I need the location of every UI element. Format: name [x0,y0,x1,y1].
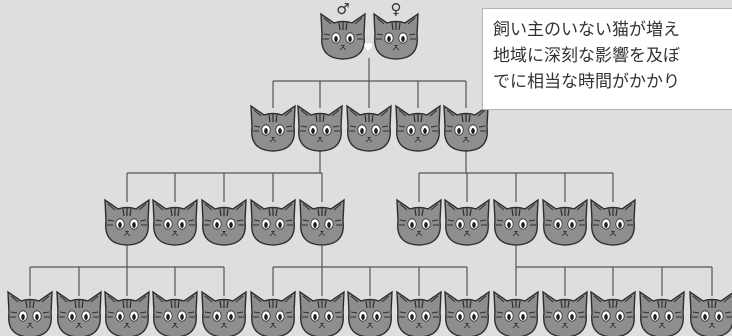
gen2-cat-icon [299,199,345,246]
caption-line: 飼い主のいない猫が増え [493,20,680,40]
gen1-cat-icon [250,105,296,152]
gen2-cat-icon [201,199,247,246]
gen3-cat-icon [493,291,539,336]
gen3-cat-icon [542,291,588,336]
caption-line: 地域に深刻な影響を及ぼ [493,46,680,66]
gen2-cat-icon [444,199,490,246]
gen3-cat-icon [152,291,198,336]
heart-icon: ♥ [363,41,373,54]
gen1-cat-icon [346,105,392,152]
gen2-cat-icon [590,199,636,246]
gen2-cat-icon [542,199,588,246]
gen2-cat-icon [250,199,296,246]
gen3-cat-icon [104,291,150,336]
gen3-cat-icon [299,291,345,336]
gen2-cat-icon [396,199,442,246]
caption-box: 飼い主のいない猫が増え 地域に深刻な影響を及ぼ でに相当な時間がかかり [482,8,732,110]
gen1-cat-icon [395,105,441,152]
male-symbol: ♂ [336,0,349,18]
gen1-cat-icon [297,105,343,152]
gen3-cat-icon [639,291,685,336]
gen3-cat-icon [250,291,296,336]
gen2-cat-icon [104,199,150,246]
gen3-cat-icon [347,291,393,336]
gen2-cat-icon [493,199,539,246]
gen3-cat-icon [7,291,53,336]
gen1-cat-icon [443,105,489,152]
parent-cat-icon [373,13,419,60]
female-symbol: ♀ [391,0,402,18]
gen3-cat-icon [396,291,442,336]
gen2-cat-icon [152,199,198,246]
gen3-cat-icon [590,291,636,336]
gen3-cat-icon [444,291,490,336]
gen3-cat-icon [201,291,247,336]
parent-cat-icon [320,13,366,60]
tree-connector-lines [29,58,713,296]
gen3-cat-icon [56,291,102,336]
caption-line: でに相当な時間がかかり [493,72,680,92]
gen3-cat-icon [689,291,732,336]
